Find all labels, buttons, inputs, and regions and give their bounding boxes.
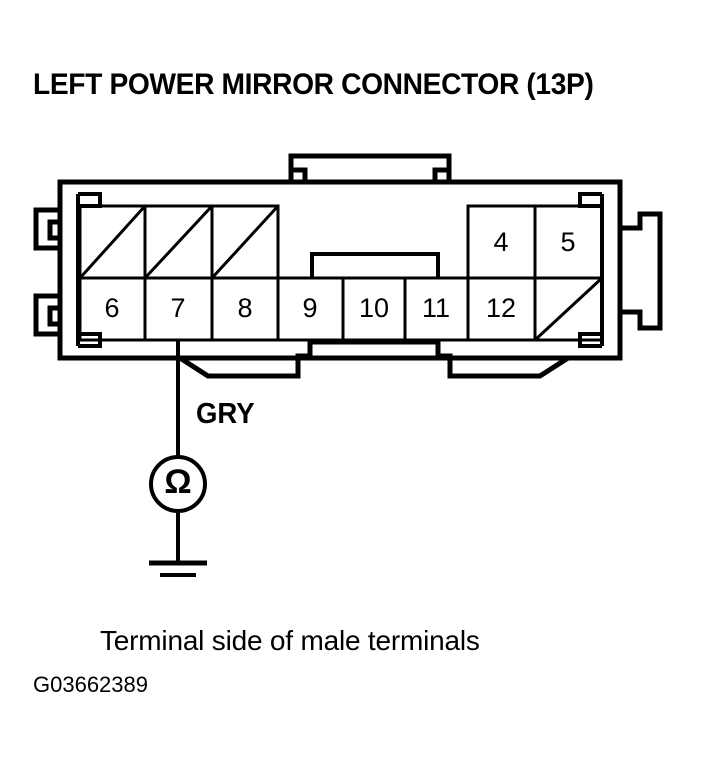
pin-label-6: 6 — [104, 293, 119, 323]
figure-id-label: G03662389 — [33, 672, 148, 697]
right-bracket-tab — [620, 211, 663, 331]
pin-label-11: 11 — [422, 293, 450, 323]
pin-label-5: 5 — [560, 227, 575, 257]
left-clip-tab-lower — [33, 293, 60, 337]
pin-label-4: 4 — [493, 227, 508, 257]
top-latch-notch-right — [432, 167, 449, 182]
ohm-glyph: Ω — [164, 463, 191, 501]
inner-notch-top-left — [78, 192, 102, 208]
top-latch-notch-left — [291, 167, 308, 182]
left-clip-notch-lower — [47, 305, 60, 327]
pin-label-8: 8 — [237, 293, 252, 323]
pin-label-12: 12 — [486, 293, 516, 323]
blank-slash-3 — [210, 204, 280, 280]
bottom-latch-tab — [60, 339, 620, 379]
inner-notch-top-right — [578, 192, 602, 208]
left-clip-notch-upper — [47, 219, 60, 241]
page-title: LEFT POWER MIRROR CONNECTOR (13P) — [33, 68, 594, 101]
terminal-cell-blank-4 — [533, 276, 604, 342]
connector-shell-outline — [57, 179, 623, 361]
blank-slash-1 — [78, 204, 147, 280]
pin-label-7: 7 — [170, 293, 185, 323]
center-keyway-tab — [310, 252, 440, 278]
left-clip-tab-upper — [33, 207, 60, 251]
figure-caption: Terminal side of male terminals — [100, 625, 480, 656]
blank-slash-2 — [143, 204, 214, 280]
blank-slash-4 — [533, 276, 604, 342]
pin-label-9: 9 — [302, 293, 317, 323]
top-latch-tab — [288, 153, 452, 182]
wire-color-label: GRY — [196, 398, 255, 430]
pin-label-10: 10 — [359, 293, 389, 323]
